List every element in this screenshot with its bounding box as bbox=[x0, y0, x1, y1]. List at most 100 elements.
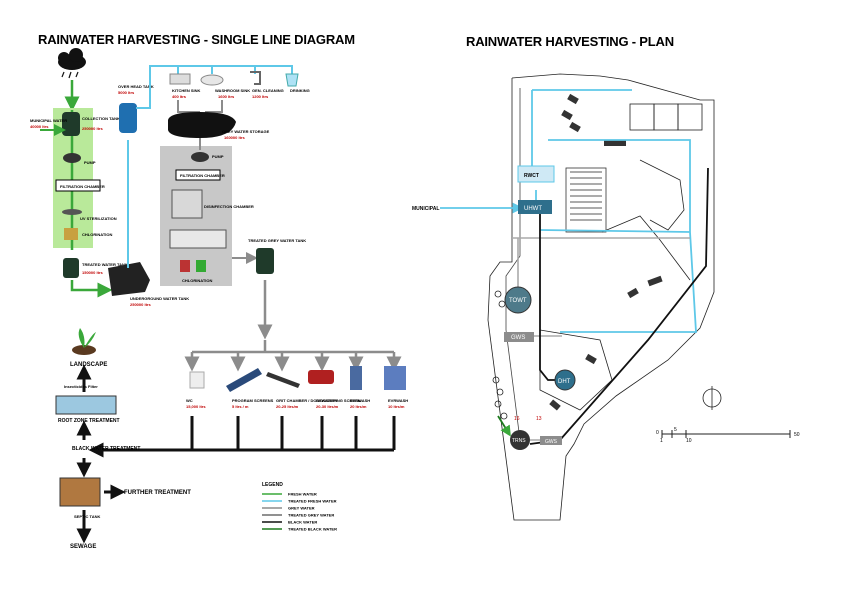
appliance-value: 5 ltrs / m bbox=[232, 404, 249, 409]
overhead-tank-label: OVER HEAD TANK bbox=[118, 84, 154, 89]
treated-grey-water-tank bbox=[256, 248, 274, 274]
grey-chlorination-label: CHLORINATION bbox=[182, 278, 212, 283]
collection-tank-label: COLLECTION TANK bbox=[82, 116, 120, 121]
grey-water-storage-tank bbox=[168, 112, 236, 138]
septic-tank-icon bbox=[59, 477, 101, 507]
legend-item: FRESH WATER bbox=[288, 492, 317, 497]
kitchen-sink-label: KITCHEN SINK bbox=[172, 88, 201, 93]
grey-network bbox=[512, 237, 690, 441]
landscape-label: LANDSCAPE bbox=[70, 362, 107, 368]
wc-icon bbox=[189, 371, 205, 389]
insecticides-filter-label: Insecticides Filter bbox=[64, 384, 98, 389]
washroom-sink-label: WASHROOM SINK bbox=[215, 88, 250, 93]
marker-16: 16 bbox=[514, 416, 520, 422]
overhead-tank-value: 5000 ltrs bbox=[118, 90, 135, 95]
appliance-label: GRIT CHAMBER / DOS DOSSER bbox=[276, 398, 337, 403]
appliance-label: WC bbox=[186, 398, 193, 403]
pump-label: PUMP bbox=[84, 160, 96, 165]
rwct-label: RWCT bbox=[524, 173, 539, 179]
legend-item: TREATED GREY WATER bbox=[288, 513, 334, 518]
legend-item: BLACK WATER bbox=[288, 520, 317, 525]
grey-water-line bbox=[205, 100, 223, 113]
legend-item: GREY WATER bbox=[288, 506, 315, 511]
scale-bar: 0 5 1 10 50 bbox=[656, 427, 800, 444]
treated-black-line bbox=[497, 415, 511, 437]
dewatering-screen-icon bbox=[308, 370, 334, 384]
legend-item: TREATED FRESH WATER bbox=[288, 499, 337, 504]
treated-fresh-network bbox=[531, 89, 697, 333]
washroom-sink-icon bbox=[200, 74, 224, 86]
right-title: RAINWATER HARVESTING - PLAN bbox=[466, 34, 674, 49]
filtration-chamber-box bbox=[55, 179, 101, 192]
underground-tank-value: 250000 ltrs bbox=[130, 302, 151, 307]
appliance-label: DEWATERING SCREEN bbox=[316, 398, 361, 403]
appliance-label: EVRWASH bbox=[388, 398, 408, 403]
appliance-value: 20 ltrs/m bbox=[350, 404, 367, 409]
grey-filtration-label: FILTRATION CHAMBER bbox=[180, 173, 225, 178]
treated-water-tank bbox=[63, 258, 79, 278]
collection-tank-value: 250000 ltrs bbox=[82, 126, 103, 131]
disinfection-chamber-icon bbox=[169, 229, 227, 249]
drinking-label: DRINKING bbox=[290, 88, 310, 93]
appliance-value: 15,000 ltrs bbox=[186, 404, 206, 409]
gws-label-2: GWS bbox=[545, 439, 558, 445]
gws-unit-1 bbox=[504, 332, 534, 342]
legend-title: LEGEND bbox=[262, 482, 283, 488]
treated-tank-label: TREATED WATER TANK bbox=[82, 262, 128, 267]
grey-pump-icon bbox=[191, 152, 209, 162]
gws-label-1: GWS bbox=[511, 335, 525, 341]
further-treatment-label: FURTHER TREATMENT bbox=[124, 490, 191, 496]
scale-0: 0 bbox=[656, 430, 659, 436]
kitchen-sink-icon bbox=[169, 73, 191, 85]
appliance-drops bbox=[184, 352, 402, 450]
grey-pump-label: PUMP bbox=[212, 154, 224, 159]
kitchen-sink-value: 400 ltrs bbox=[172, 94, 187, 99]
rain-cloud-icon bbox=[58, 48, 86, 79]
treated-grey-tank-label: TREATED GREY WATER TANK bbox=[248, 238, 306, 243]
gen-cleaning-label: GEN. CLEANING bbox=[252, 88, 284, 93]
root-zone-label: ROOT ZONE TREATMENT bbox=[58, 418, 120, 424]
municipal-label: MUNICIPAL bbox=[412, 206, 439, 212]
towt-tank bbox=[504, 286, 532, 314]
fresh-water-line bbox=[70, 280, 113, 298]
underground-tank bbox=[108, 262, 150, 296]
grit-chamber-icon bbox=[266, 372, 300, 388]
towt-label: TOWT bbox=[509, 298, 527, 304]
disinfection-label: DISINFECTION CHAMBER bbox=[204, 204, 254, 209]
appliance-value: 10 ltrs/m bbox=[388, 404, 405, 409]
uhwt-tank bbox=[518, 200, 552, 214]
uv-label: UV STERILIZATION bbox=[80, 216, 117, 221]
appliance-value: 20-30 ltrs/m bbox=[316, 404, 339, 409]
scale-10: 10 bbox=[686, 438, 692, 444]
uhwt-label: UHWT bbox=[524, 206, 542, 212]
evrwash-icon bbox=[350, 366, 362, 390]
grey-water-line bbox=[177, 100, 200, 113]
dht-label: DHT bbox=[558, 379, 571, 385]
municipal-water-value: 40000 ltrs bbox=[30, 124, 49, 129]
scale-5: 5 bbox=[674, 427, 677, 433]
treated-fresh-water-line bbox=[136, 65, 293, 109]
chlorinator-icon bbox=[180, 260, 190, 272]
overhead-tank bbox=[119, 103, 137, 133]
uv-unit-icon bbox=[62, 209, 82, 215]
chlorinator-icon bbox=[196, 260, 206, 272]
sewage-label: SEWAGE bbox=[70, 544, 96, 550]
filtration-label: FILTRATION CHAMBER bbox=[60, 184, 105, 189]
dht-tank bbox=[554, 369, 576, 391]
grey-filtration-box bbox=[175, 169, 221, 181]
collection-tank bbox=[62, 112, 80, 136]
black-water-line bbox=[539, 214, 560, 381]
treated-tank-value: 150000 ltrs bbox=[82, 270, 103, 275]
grey-storage-label: GREY WATER STORAGE bbox=[222, 129, 270, 134]
tap-icon bbox=[250, 71, 261, 85]
evrwash-icon bbox=[384, 366, 406, 390]
septic-tank-label: SEPTIC TANK bbox=[74, 514, 100, 519]
grey-storage-value: 160000 ltrs bbox=[224, 135, 245, 140]
scale-50: 50 bbox=[794, 432, 800, 438]
scale-1: 1 bbox=[660, 438, 663, 444]
root-zone-bed bbox=[55, 395, 117, 415]
pump-icon bbox=[63, 153, 81, 163]
chlorination-icon bbox=[64, 228, 78, 240]
